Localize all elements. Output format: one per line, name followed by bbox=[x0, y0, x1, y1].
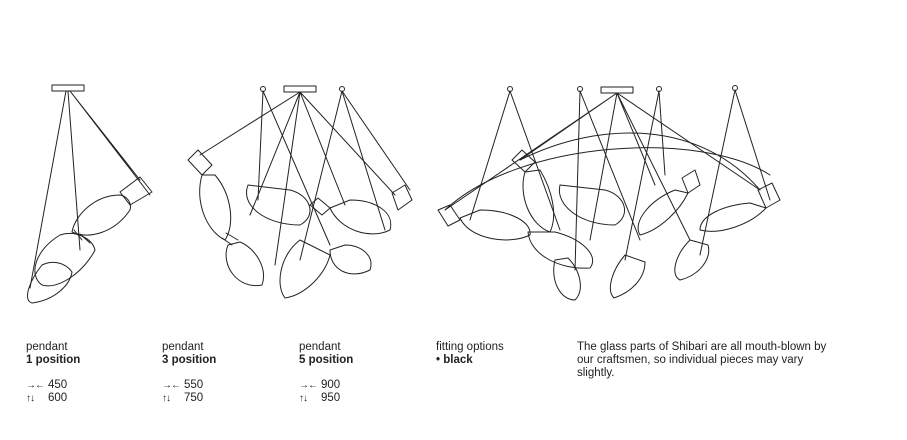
width-arrows-icon: →← bbox=[299, 380, 318, 391]
dimensions: →←900 ↑↓ 950 bbox=[299, 379, 421, 405]
width-arrows-icon: →← bbox=[26, 380, 45, 391]
fitting-block bbox=[511, 149, 536, 173]
suspension-cables bbox=[199, 90, 411, 266]
fitting-block bbox=[391, 184, 413, 211]
glass-shade bbox=[71, 194, 131, 236]
fitting-options: fitting options • black bbox=[436, 333, 558, 367]
glass-shade bbox=[27, 261, 73, 304]
ceiling-canopy bbox=[51, 84, 85, 92]
ceiling-canopy bbox=[600, 86, 634, 94]
suspension-cables bbox=[444, 89, 771, 271]
glass-shade bbox=[553, 257, 581, 301]
fitting-block bbox=[187, 149, 213, 176]
variant-title: pendant bbox=[26, 341, 68, 353]
glass-shade bbox=[637, 189, 689, 236]
fitting-option-black: • black bbox=[436, 354, 473, 366]
product-line-drawings bbox=[27, 84, 781, 304]
height-arrows-icon: ↑↓ bbox=[162, 393, 171, 404]
fitting-block bbox=[757, 182, 781, 209]
variant-position: 5 position bbox=[299, 354, 354, 366]
variant-position: 1 position bbox=[26, 354, 81, 366]
glass-shade bbox=[699, 202, 767, 232]
glass-shade bbox=[329, 244, 372, 275]
glass-shade bbox=[329, 199, 392, 235]
height-value: 600 bbox=[48, 392, 68, 404]
variant-title: pendant bbox=[162, 341, 204, 353]
width-arrows-icon: →← bbox=[162, 380, 181, 391]
variant-1: pendant 1 position →←450 ↑↓ 600 bbox=[26, 333, 147, 405]
glass-shade bbox=[246, 184, 311, 226]
craftsmanship-note: The glass parts of Shibari are all mouth… bbox=[577, 333, 839, 380]
dimensions: →←550 ↑↓ 750 bbox=[162, 379, 284, 405]
height-arrows-icon: ↑↓ bbox=[26, 393, 35, 404]
variant-5: pendant 5 position →←900 ↑↓ 950 bbox=[299, 333, 421, 405]
height-value: 950 bbox=[321, 392, 341, 404]
variant-position: 3 position bbox=[162, 354, 217, 366]
pendant-5-position-drawing bbox=[437, 85, 781, 301]
variant-3: pendant 3 position →←550 ↑↓ 750 bbox=[162, 333, 284, 405]
glass-shade bbox=[225, 241, 264, 287]
width-value: 550 bbox=[184, 379, 204, 391]
glass-shade bbox=[459, 209, 531, 241]
glass-shade bbox=[610, 254, 646, 299]
pendant-1-position-drawing bbox=[27, 84, 153, 304]
fitting-block bbox=[437, 204, 461, 227]
note-text: The glass parts of Shibari are all mouth… bbox=[577, 341, 827, 379]
fitting-block bbox=[681, 169, 701, 194]
height-arrows-icon: ↑↓ bbox=[299, 393, 308, 404]
glass-shade bbox=[199, 174, 232, 241]
glass-shade bbox=[522, 169, 555, 233]
glass-shade bbox=[527, 231, 593, 269]
glass-shade bbox=[674, 239, 710, 281]
ceiling-canopy bbox=[283, 85, 317, 93]
glass-shade bbox=[279, 239, 331, 299]
width-value: 450 bbox=[48, 379, 68, 391]
variant-title: pendant bbox=[299, 341, 341, 353]
fitting-title: fitting options bbox=[436, 341, 504, 353]
glass-shade bbox=[34, 233, 96, 287]
dimensions: →←450 ↑↓ 600 bbox=[26, 379, 147, 405]
glass-shade bbox=[558, 184, 626, 226]
height-value: 750 bbox=[184, 392, 204, 404]
pendant-3-position-drawing bbox=[187, 85, 413, 299]
suspension-cables bbox=[29, 90, 151, 289]
width-value: 900 bbox=[321, 379, 341, 391]
